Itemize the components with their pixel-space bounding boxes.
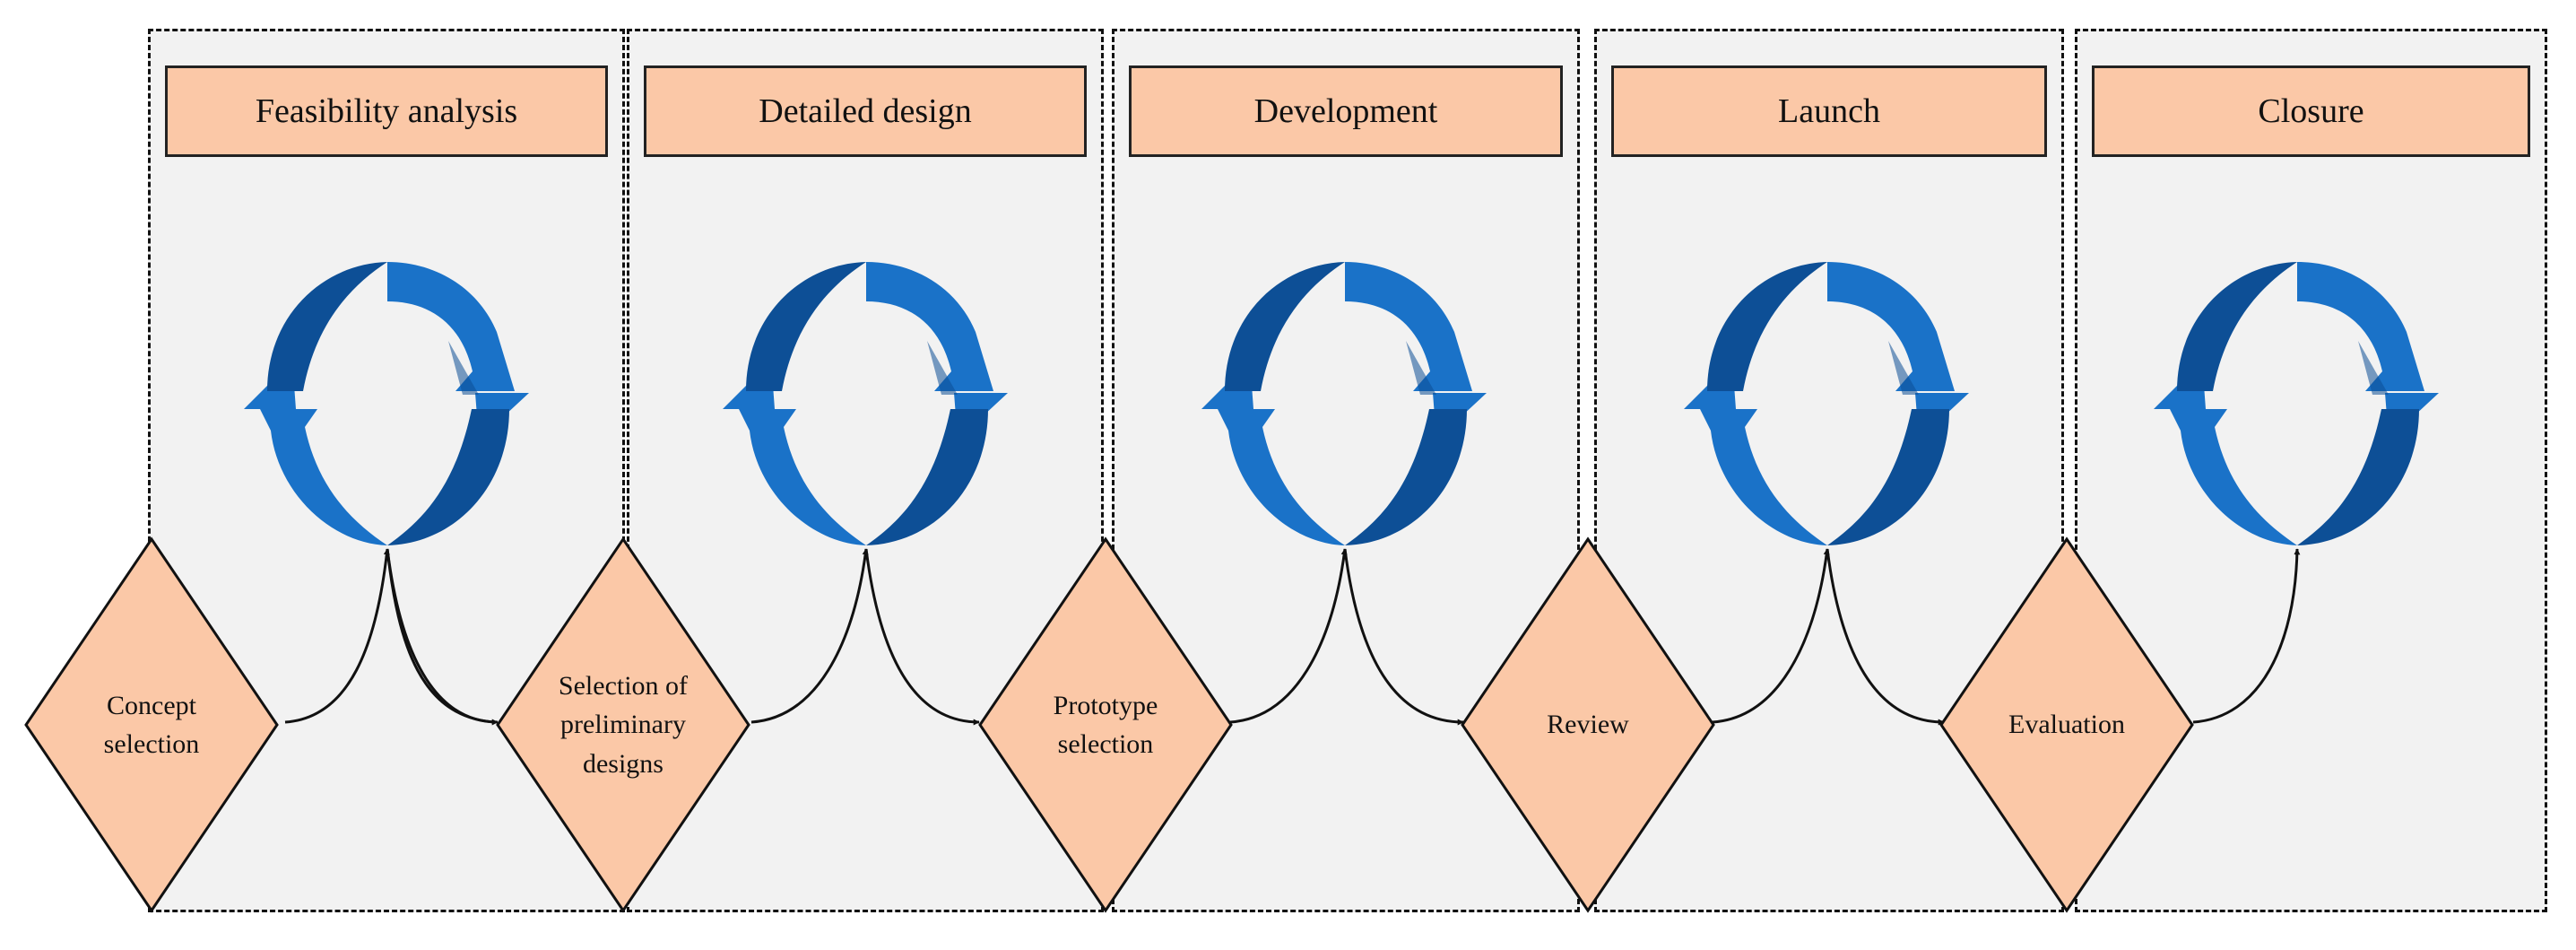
decision-label: Evaluation	[2008, 710, 2125, 740]
decision-label: Review	[1547, 710, 1629, 740]
circular-refresh-arrows-icon	[244, 262, 529, 545]
decision-label: Concept selection	[103, 690, 200, 760]
connector-to-cycle-5	[2192, 548, 2301, 724]
circular-refresh-arrows-icon	[1201, 262, 1487, 545]
phase-title: Closure	[2092, 65, 2530, 157]
circular-refresh-arrows-icon	[1684, 262, 1969, 545]
connector-to-cycle-1	[284, 548, 390, 724]
phase-title: Feasibility analysis	[165, 65, 608, 157]
connector-from-cycle-3	[1343, 548, 1464, 726]
connector-to-cycle-3	[1229, 548, 1348, 724]
phase-title: Detailed design	[644, 65, 1087, 157]
connector-to-cycle-2	[750, 548, 869, 724]
connector-from-cycle-2	[864, 548, 980, 726]
decision-evaluation: Evaluation	[1939, 536, 2195, 913]
decision-label: Selection of preliminary designs	[558, 670, 689, 779]
circular-refresh-arrows-icon	[723, 262, 1008, 545]
decision-concept-selection: Concept selection	[23, 536, 280, 913]
connector-from-cycle-1	[386, 548, 499, 726]
decision-review: Review	[1460, 536, 1716, 913]
connector-from-cycle-4	[1826, 548, 1945, 726]
phase-title: Launch	[1611, 65, 2047, 157]
circular-refresh-arrows-icon	[2154, 262, 2439, 545]
decision-label: Prototype selection	[1053, 690, 1158, 760]
phase-title: Development	[1129, 65, 1563, 157]
connector-to-cycle-4	[1712, 548, 1830, 724]
decision-prototype-selection: Prototype selection	[977, 536, 1234, 913]
decision-selection-of-preliminary-designs: Selection of preliminary designs	[495, 536, 751, 913]
